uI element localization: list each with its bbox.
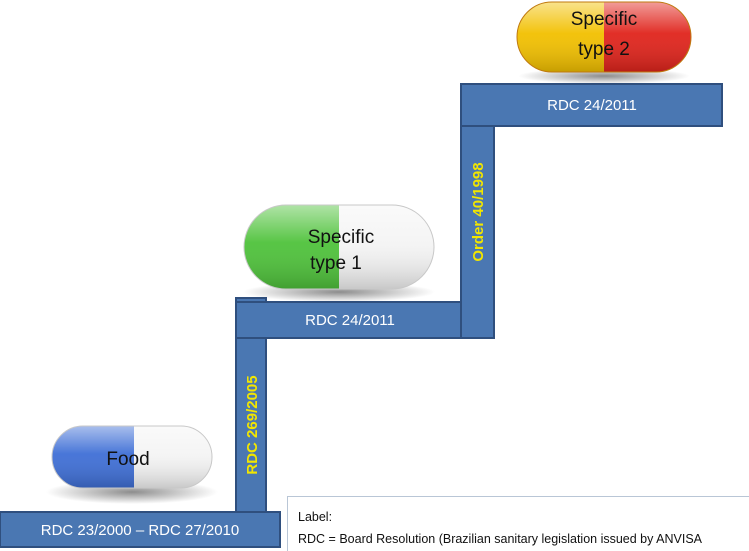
step-label-2: RDC 24/2011 — [305, 312, 395, 329]
step-bar-2 — [235, 301, 462, 339]
pill-specific-type-2-label-line-1: Specific — [571, 9, 638, 30]
pill-specific-type-1: Specific type 1 — [243, 204, 435, 302]
step-label-3: RDC 24/2011 — [547, 97, 637, 114]
step-label-1: RDC 23/2000 – RDC 27/2010 — [41, 522, 239, 539]
pill-specific-type-2-label-line-2: type 2 — [578, 39, 630, 60]
pill-specific-type-2: Specific type 2 — [516, 1, 692, 84]
riser-label-1: RDC 269/2005 — [244, 375, 261, 474]
pill-specific-type-1-label-line-1: Specific — [308, 227, 375, 248]
riser-label-2: Order 40/1998 — [470, 162, 487, 261]
legend-text: RDC = Board Resolution (Brazilian sanita… — [298, 532, 703, 546]
pill-specific-type-1-label-line-2: type 1 — [310, 253, 362, 274]
step-bar-3 — [460, 83, 723, 127]
step-bar-1 — [0, 511, 281, 548]
pill-food: Food — [46, 425, 218, 504]
legend-title: Label: — [298, 510, 333, 524]
pill-food-label: Food — [106, 449, 149, 470]
legend-box: Label: RDC = Board Resolution (Brazilian… — [287, 496, 749, 551]
